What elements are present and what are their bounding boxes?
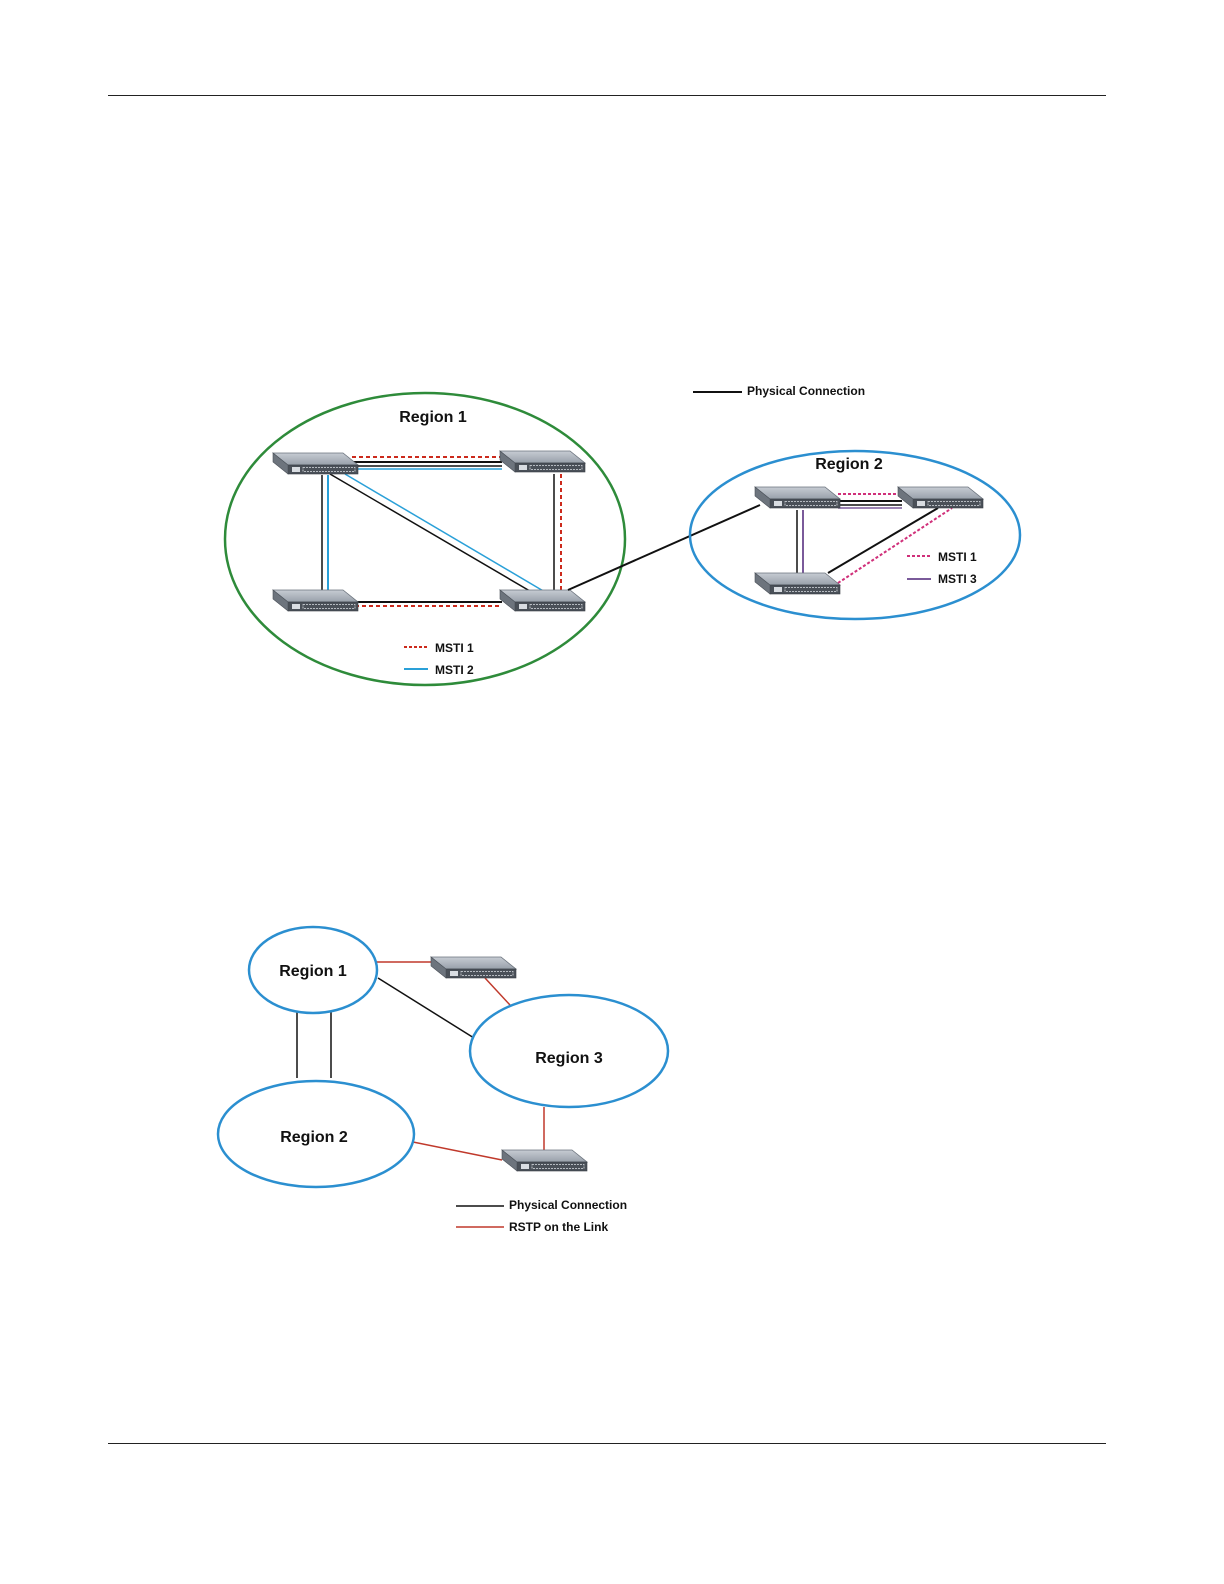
r2-legend-msti3-label: MSTI 3 xyxy=(938,572,977,586)
f2-legend-rstp-label: RSTP on the Link xyxy=(509,1220,608,1234)
r1-legend-msti1-label: MSTI 1 xyxy=(435,641,474,655)
r2-legend-msti1-label: MSTI 1 xyxy=(938,550,977,564)
region-2-label: Region 2 xyxy=(815,456,883,473)
r1-diagonal-physical-link xyxy=(330,474,535,594)
region-1-outline xyxy=(225,393,625,685)
f2-switch-top xyxy=(431,957,516,978)
f2-region-2-label: Region 2 xyxy=(280,1129,348,1146)
f2-switch-bottom xyxy=(502,1150,587,1171)
inter-region-physical-link xyxy=(568,505,760,590)
region-1-label: Region 1 xyxy=(399,409,467,426)
figure-1-mstp-regions: Physical Connection Region 1 xyxy=(225,384,1020,685)
legend-physical-label: Physical Connection xyxy=(747,384,865,398)
f2-region-1-label: Region 1 xyxy=(279,963,347,980)
region-1-links xyxy=(322,457,561,606)
f2-r2-switch-rstp-link xyxy=(413,1142,502,1160)
r1-legend-msti2-label: MSTI 2 xyxy=(435,663,474,677)
r1-diagonal-msti2-link xyxy=(345,474,545,592)
r1-switch-bottom-left xyxy=(273,590,358,611)
r2-switch-top-left xyxy=(755,487,840,508)
r1-switch-bottom-right xyxy=(500,590,585,611)
f2-r1-r3-physical-link xyxy=(378,978,474,1038)
r1-switch-top-right xyxy=(500,451,585,472)
region-2-outline xyxy=(690,451,1020,619)
f2-switch-r3-rstp-link xyxy=(485,978,510,1005)
r1-switch-top-left xyxy=(273,453,358,474)
r2-switch-bottom xyxy=(755,573,840,594)
r2-switch-top-right xyxy=(898,487,983,508)
r2-diagonal-physical-link xyxy=(828,508,938,573)
f2-region-3-label: Region 3 xyxy=(535,1050,603,1067)
f2-legend-physical-label: Physical Connection xyxy=(509,1198,627,1212)
figure-2-multi-region-rstp: Region 1 Region 2 Region 3 Physical Conn… xyxy=(218,927,668,1234)
r2-diagonal-msti1-link xyxy=(838,508,952,583)
